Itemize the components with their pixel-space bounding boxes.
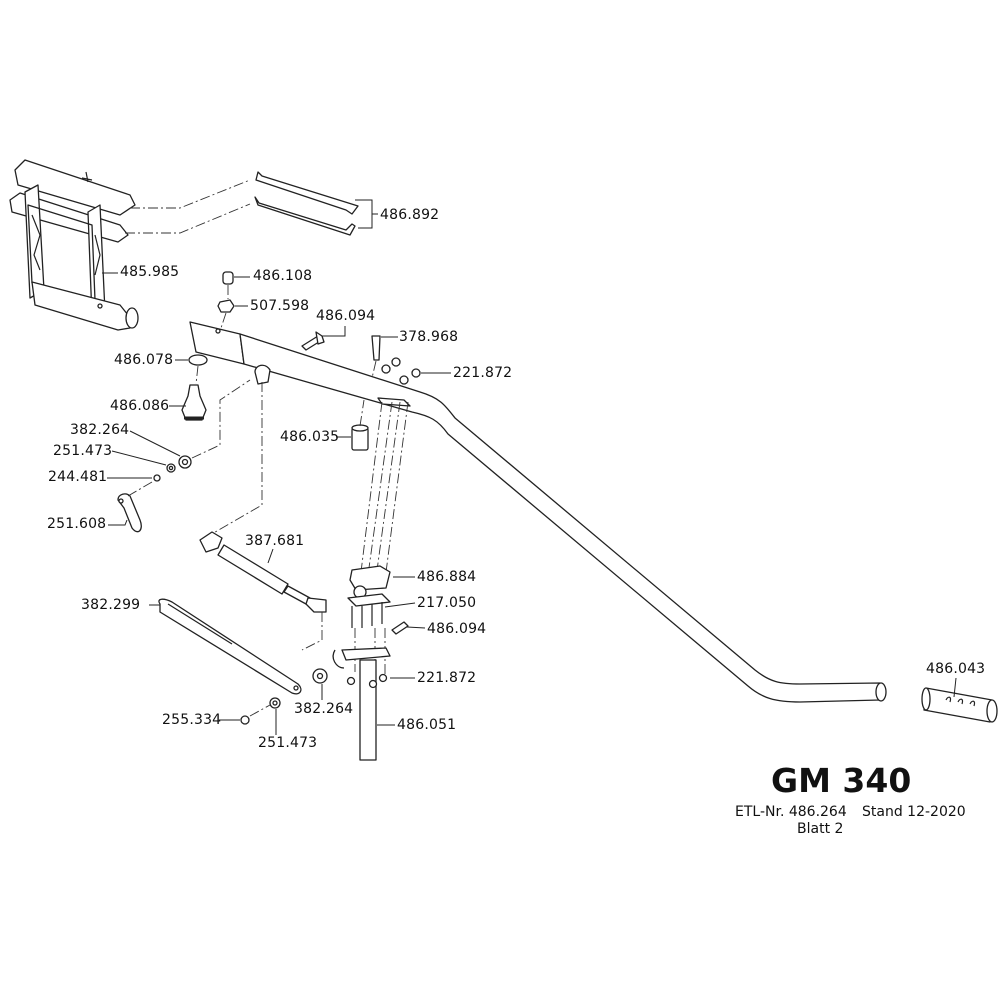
lock-nut-255-334 (240, 715, 250, 725)
spacer-486-035 (351, 424, 369, 451)
label-244-481: 244.481 (48, 469, 108, 485)
gas-spring-387-681 (199, 531, 327, 613)
clamping-lever-251-608 (117, 493, 142, 533)
model-title: GM 340 (771, 761, 912, 800)
label-486-078: 486.078 (114, 352, 174, 368)
stand-date: Stand 12-2020 (862, 804, 966, 820)
locking-pin-486-086 (181, 384, 207, 421)
washer-486-078 (188, 354, 208, 366)
nuts-221-872-bottom (346, 673, 388, 689)
label-382-264-bottom: 382.264 (294, 701, 354, 717)
label-387-681: 387.681 (245, 533, 305, 549)
washer-244-481 (153, 474, 161, 482)
sheet-number: Blatt 2 (797, 821, 844, 837)
label-486-892: 486.892 (380, 207, 440, 223)
etl-number: ETL-Nr. 486.264 (735, 804, 847, 820)
cap-486-108 (222, 271, 234, 285)
slotted-strap-382-299 (158, 598, 302, 695)
bushing-382-264-bottom (312, 668, 328, 684)
bolt-486-094-bottom (391, 621, 409, 635)
label-251-608: 251.608 (47, 516, 107, 532)
label-378-968: 378.968 (399, 329, 459, 345)
nut-507-598 (217, 299, 235, 313)
washer-251-473-top (166, 463, 176, 473)
label-255-334: 255.334 (162, 712, 222, 728)
bolt-486-094-top (301, 331, 325, 351)
guide-rails-486-892 (254, 171, 359, 236)
label-486-035: 486.035 (280, 429, 340, 445)
label-486-051: 486.051 (397, 717, 457, 733)
washer-251-473-bottom (269, 697, 281, 709)
label-507-598: 507.598 (250, 298, 310, 314)
mounting-bracket-485-985 (9, 159, 139, 331)
label-486-094-top: 486.094 (316, 308, 376, 324)
swivel-clamp-486-884 (349, 565, 391, 599)
label-486-043: 486.043 (926, 661, 986, 677)
leader-lines (102, 272, 957, 735)
label-486-884: 486.884 (417, 569, 477, 585)
label-251-473-top: 251.473 (53, 443, 113, 459)
cap-screw-378-968 (371, 335, 381, 361)
label-217-050: 217.050 (417, 595, 477, 611)
handlebar-tube (189, 321, 887, 703)
label-251-473-bottom: 251.473 (258, 735, 318, 751)
label-221-872-top: 221.872 (453, 365, 513, 381)
label-485-985: 485.985 (120, 264, 180, 280)
clamp-plate-217-050 (347, 593, 391, 628)
nuts-221-872-top (381, 357, 421, 385)
label-486-108: 486.108 (253, 268, 313, 284)
label-382-299: 382.299 (81, 597, 141, 613)
label-486-094-bottom: 486.094 (427, 621, 487, 637)
label-486-086: 486.086 (110, 398, 170, 414)
label-382-264-top: 382.264 (70, 422, 130, 438)
label-221-872-bottom: 221.872 (417, 670, 477, 686)
bushing-382-264-top (178, 455, 192, 469)
handle-grip-486-043 (921, 687, 998, 723)
